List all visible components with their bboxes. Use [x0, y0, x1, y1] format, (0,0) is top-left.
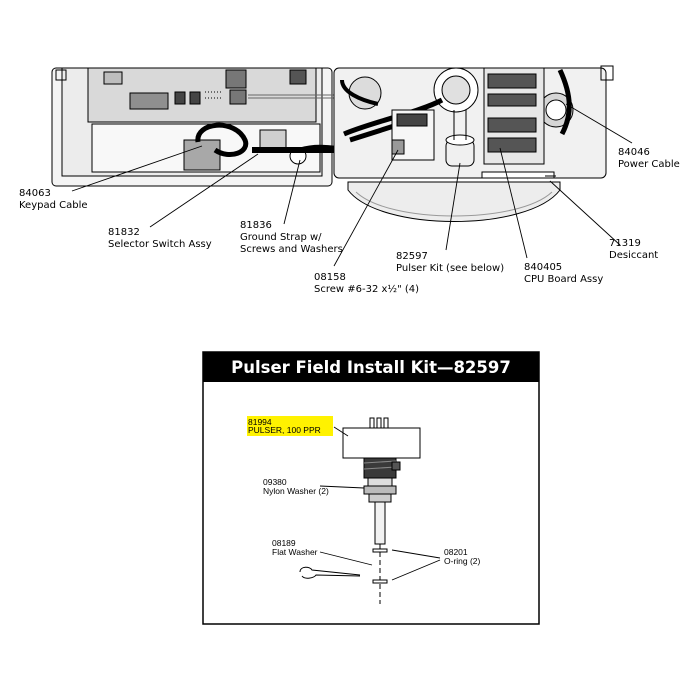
- callout-84046-name: Power Cable: [618, 159, 680, 170]
- callout-81832-part: 81832: [108, 227, 140, 238]
- kit-callout-81994-name: PULSER, 100 PPR: [248, 425, 321, 435]
- callout-81836-name2: Screws and Washers: [240, 244, 343, 255]
- callout-82597-part: 82597: [396, 251, 428, 262]
- callout-84063-part: 84063: [19, 188, 51, 199]
- kit-callout-81994-part: 81994: [248, 417, 272, 427]
- callout-08158-part: 08158: [314, 272, 346, 283]
- callout-71319-name: Desiccant: [609, 250, 658, 261]
- kit-callout-09380-name: Nylon Washer (2): [263, 486, 329, 496]
- callout-81832-name: Selector Switch Assy: [108, 239, 212, 250]
- top-leader-lines: [71, 103, 633, 267]
- pulser-kit-panel: Pulser Field Install Kit—82597: [202, 351, 540, 625]
- callout-82597-name: Pulser Kit (see below): [396, 263, 504, 274]
- kit-callout-08189-name: Flat Washer: [272, 547, 318, 557]
- kit-callout-08201-part: 08201: [444, 547, 468, 557]
- callout-84046-part: 84046: [618, 147, 650, 158]
- callout-840405-part: 840405: [524, 262, 562, 273]
- top-callouts: 84063 Keypad Cable 81832 Selector Switch…: [19, 147, 680, 295]
- pulser-highlight: [247, 416, 333, 436]
- pulser-illustration: [299, 417, 421, 604]
- callout-71319-part: 71319: [609, 238, 641, 249]
- kit-leader-lines: [319, 426, 441, 581]
- enclosure-illustration: [51, 65, 614, 222]
- kit-title: Pulser Field Install Kit—82597: [231, 358, 511, 377]
- callout-08158-name: Screw #6-32 x½" (4): [314, 283, 419, 295]
- callout-81836-name: Ground Strap w/: [240, 232, 322, 243]
- callout-81836-part: 81836: [240, 220, 272, 231]
- kit-callout-08189-part: 08189: [272, 538, 296, 548]
- kit-callout-08201-name: O-ring (2): [444, 556, 481, 566]
- callout-840405-name: CPU Board Assy: [524, 274, 603, 285]
- callout-84063-name: Keypad Cable: [19, 200, 88, 211]
- kit-callout-09380-part: 09380: [263, 477, 287, 487]
